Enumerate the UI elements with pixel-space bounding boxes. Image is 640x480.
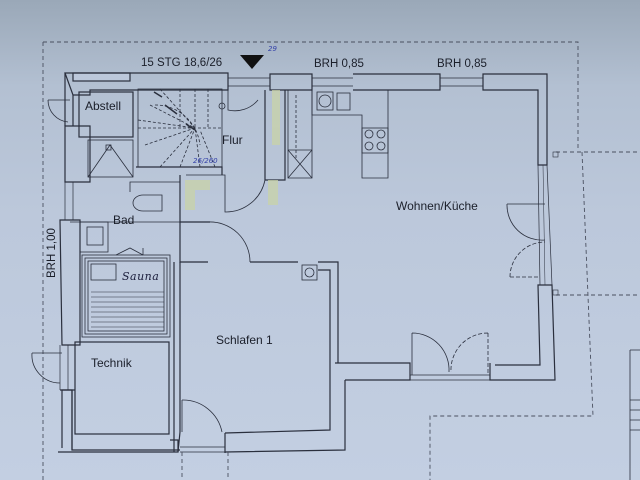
property-boundary-dashed xyxy=(43,41,579,150)
entrance-number: 29 xyxy=(268,45,277,53)
neighbor-structure xyxy=(629,349,640,480)
exterior-walls xyxy=(58,72,556,453)
room-label-technik: Technik xyxy=(91,356,132,370)
room-label-bad: Bad xyxy=(113,213,135,227)
window-brh-label-left: BRH 1,00 xyxy=(46,228,58,278)
room-label-sauna: Sauna xyxy=(122,270,160,283)
room-technik xyxy=(31,341,170,435)
window-brh-label-2: BRH 0,85 xyxy=(437,58,487,70)
room-schlafen xyxy=(173,221,339,452)
room-label-flur: Flur xyxy=(222,133,243,147)
shower xyxy=(87,139,134,178)
window-brh-label-1: BRH 0,85 xyxy=(314,58,364,70)
room-label-wohnen-kueche: Wohnen/Küche xyxy=(396,199,478,213)
room-label-abstell: Abstell xyxy=(85,99,122,113)
room-bad xyxy=(70,181,180,256)
terrace-door-bottom xyxy=(411,332,489,375)
terrace-door-right xyxy=(506,203,546,278)
stairs-annotation: 15 STG 18,6/26 xyxy=(141,57,223,69)
highlighter-marks xyxy=(185,90,280,210)
stair-note: 26/260 xyxy=(193,157,218,165)
entrance-marker-icon xyxy=(240,55,264,69)
door-abstell-exterior xyxy=(47,99,70,123)
room-abstell xyxy=(78,91,134,138)
room-label-schlafen-1: Schlafen 1 xyxy=(216,333,273,347)
terrace-outline-dashed xyxy=(181,151,640,480)
sauna xyxy=(81,254,171,338)
staircase xyxy=(137,88,226,168)
kitchen-counter xyxy=(287,90,389,179)
